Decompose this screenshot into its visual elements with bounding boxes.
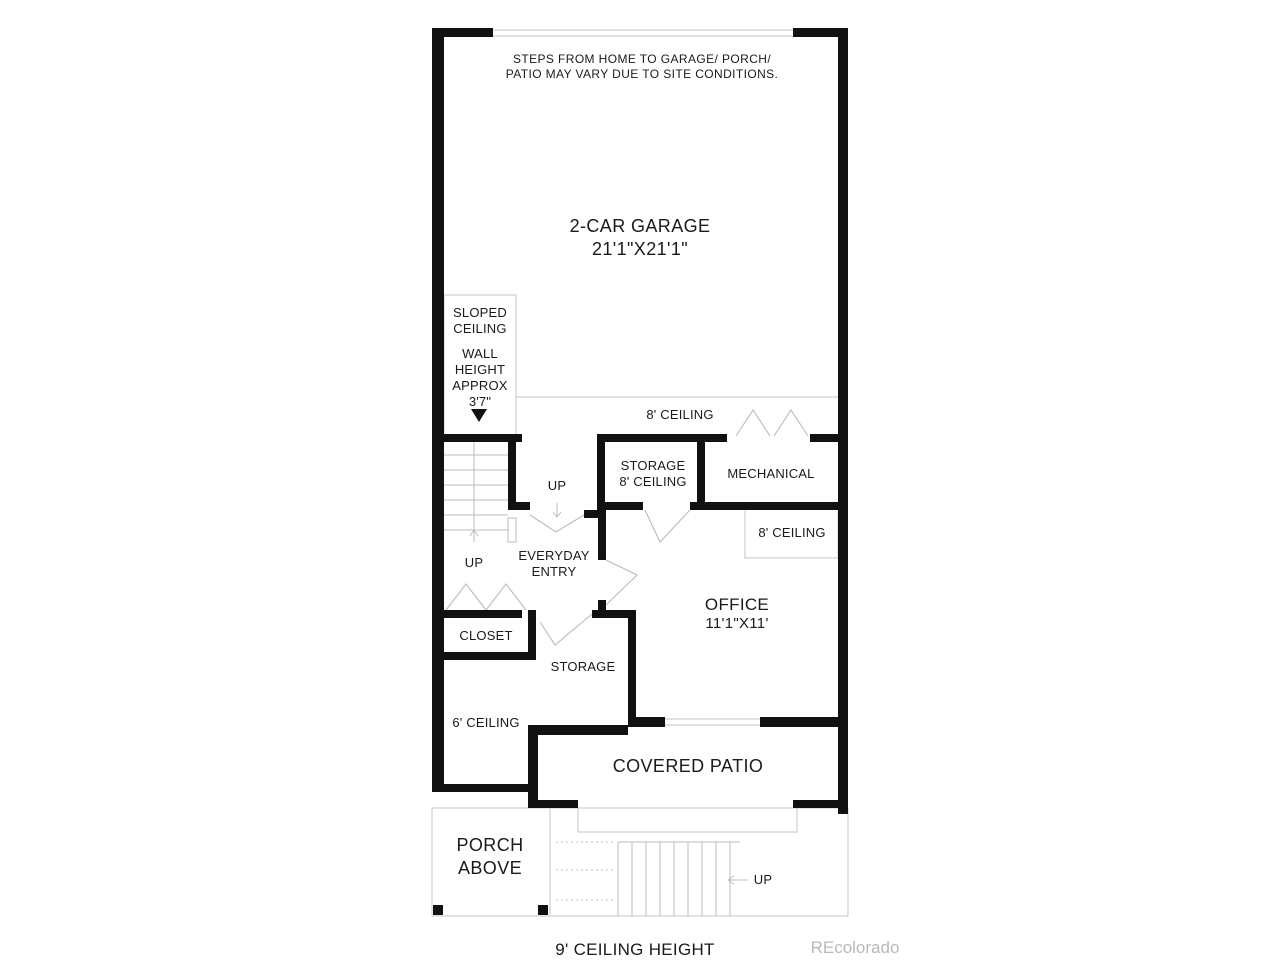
wall-storage-bottom-right [690,502,840,510]
storage-lower-label: STORAGE [550,659,616,674]
wall-lower-left-bottom [432,784,536,792]
porch-post-right [538,905,548,915]
wall-left [432,28,444,786]
sloped-line6: 3'7" [468,394,492,410]
wall-storage-left [597,434,605,518]
wall-patio-left [528,725,538,808]
wall-storage-bottom-left [597,502,643,510]
garage-size: 21'1"X21'1" [591,238,689,259]
wall-right [838,28,848,814]
wall-patio-top-right [760,717,848,727]
mechanical-label: MECHANICAL [727,466,815,481]
stair-left [444,442,517,543]
wall-entry-b [584,510,606,518]
walls [432,28,848,915]
sloped-line3: WALL [462,345,498,361]
stair-up-entry: UP [547,478,567,493]
sloped-line4: HEIGHT [454,361,506,377]
wall-storage-right [628,610,636,720]
garage-name: 2-CAR GARAGE [569,216,711,236]
storage-upper-label: STORAGE 8' CEILING [607,458,699,491]
storage-upper-line2: 8' CEILING [619,474,687,490]
up-arrow-entry [552,503,562,518]
wall-closet-bottom [432,652,536,660]
stair-porch [556,841,748,916]
wall-patio-bottom-right [793,800,848,808]
stair-up-porch: UP [753,872,773,887]
wall-patio-top-left [628,717,665,727]
wall-stair-right [508,434,516,510]
sloped-line1: SLOPED [453,305,507,320]
watermark-text: REcolorado [810,938,900,957]
stair-up-left: UP [464,555,484,570]
garage-label: 2-CAR GARAGE 21'1"X21'1" [540,215,740,260]
wall-storage-mech-divider [697,434,705,510]
door-swings [445,408,809,646]
wall-storage-top [597,434,727,442]
porch-line1: PORCH [456,835,524,855]
porch-post-left [433,905,443,915]
wall-entry-a [516,502,530,510]
office-ceiling-label: 8' CEILING [758,525,826,540]
everyday-entry-label: EVERYDAY ENTRY [505,548,603,581]
porch-line2: ABOVE [457,857,523,878]
porch-outline [431,807,849,917]
wall-stair-top [432,434,522,442]
wall-patio-frame-top [528,725,628,735]
wall-patio-bottom-left [528,800,578,808]
porch-label: PORCH ABOVE [446,834,534,879]
wall-office-left-upper [598,518,606,560]
office-size: 11'1"X11' [705,615,769,633]
storage-upper-line1: STORAGE [620,458,686,473]
sloped-arrow-icon [471,409,487,422]
sloped-line2: CEILING [453,321,507,337]
covered-patio-label: COVERED PATIO [612,756,764,776]
site-note-line2: PATIO MAY VARY DUE TO SITE CONDITIONS. [505,67,779,81]
wall-mech-top-right [810,434,840,442]
office-name: OFFICE [704,595,770,614]
garage-ceiling-label: 8' CEILING [646,407,714,422]
office-label: OFFICE 11'1"X11' [672,594,802,634]
sloped-ceiling-note: SLOPED CEILING WALL HEIGHT APPROX 3'7" [446,305,514,411]
entry-line2: ENTRY [531,564,577,580]
ceiling-height-caption: 9' CEILING HEIGHT [555,940,715,959]
wall-closet-top [432,610,522,618]
wall-top-right [793,28,848,37]
six-ceiling-label: 6' CEILING [452,715,520,730]
site-note: STEPS FROM HOME TO GARAGE/ PORCH/ PATIO … [482,52,802,82]
wall-top-left [432,28,493,37]
wall-office-left-lower [598,600,606,614]
entry-line1: EVERYDAY [518,548,590,563]
sloped-line5: APPROX [452,378,508,393]
wall-closet-right [528,610,536,660]
site-note-line1: STEPS FROM HOME TO GARAGE/ PORCH/ [512,52,772,66]
closet-label: CLOSET [459,628,513,643]
wall-storage-top [592,610,634,618]
patio-step [577,808,798,833]
